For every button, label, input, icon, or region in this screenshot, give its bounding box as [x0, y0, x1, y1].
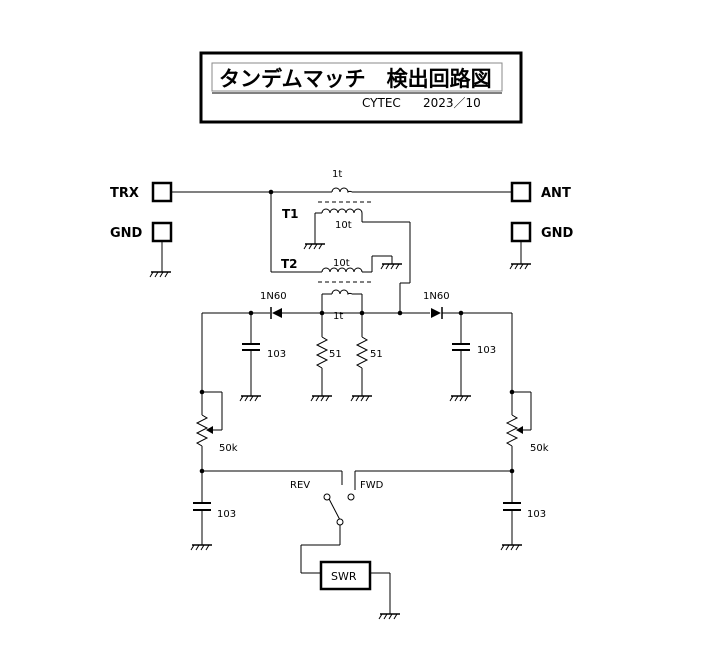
cap-left-top-label: 103	[267, 349, 286, 360]
pot-right-label: 50k	[530, 443, 549, 454]
diagram-title: タンデムマッチ 検出回路図	[219, 67, 492, 91]
diode-left-label: 1N60	[260, 291, 287, 302]
resistor-right	[355, 313, 369, 396]
terminal-gnd-left: GND	[110, 221, 173, 278]
diode-right-label: 1N60	[423, 291, 450, 302]
t1-primary-turns: 1t	[332, 169, 342, 180]
junction-dot	[199, 389, 205, 395]
resistor-left	[315, 313, 329, 396]
switch-contact-rev	[323, 493, 331, 501]
ground-symbol	[190, 544, 213, 551]
gnd-right-label: GND	[541, 226, 574, 241]
wiper-arrow	[516, 426, 523, 434]
ground-symbol	[350, 395, 373, 402]
junction-dot	[397, 310, 403, 316]
transformer-t2	[318, 255, 393, 313]
junction-dot	[509, 389, 515, 395]
ground-symbol	[239, 395, 262, 402]
fwd-label: FWD	[360, 480, 384, 491]
capacitor-left-top	[242, 313, 260, 396]
terminal-trx: TRX	[110, 181, 173, 203]
res-right-label: 51	[370, 349, 383, 360]
date-label: 2023／10	[423, 96, 481, 110]
ground-symbol	[310, 395, 333, 402]
junction-dot	[199, 468, 205, 474]
title-block: タンデムマッチ 検出回路図 CYTEC 2023／10	[199, 51, 523, 124]
trx-label: TRX	[110, 186, 139, 201]
ground-symbol	[149, 271, 172, 278]
author-label: CYTEC	[362, 96, 401, 110]
diode-left: 1N60	[260, 291, 287, 319]
junction-dot	[509, 468, 515, 474]
ground-symbol	[380, 263, 403, 270]
capacitor-left-bottom	[193, 502, 211, 545]
junction-dot	[268, 189, 274, 195]
ground-symbol	[449, 395, 472, 402]
ground-symbol	[303, 243, 326, 250]
capacitor-right-bottom	[503, 502, 521, 545]
transformer-t1	[314, 201, 411, 313]
t2-secondary-turns: 10t	[333, 258, 350, 269]
t2-label: T2	[281, 257, 298, 271]
capacitor-right-top	[452, 313, 470, 396]
swr-meter: SWR	[319, 560, 391, 614]
rev-label: REV	[290, 480, 310, 491]
cap-left-bottom-label: 103	[217, 509, 236, 520]
gnd-left-label: GND	[110, 226, 143, 241]
ant-label: ANT	[541, 186, 571, 201]
ground-symbol	[378, 613, 401, 620]
diode-right: 1N60	[423, 291, 450, 319]
cap-right-bottom-label: 103	[527, 509, 546, 520]
t1-secondary-turns: 10t	[335, 220, 352, 231]
res-left-label: 51	[329, 349, 342, 360]
ground-symbol	[500, 544, 523, 551]
main-line	[171, 187, 512, 273]
terminal-ant: ANT	[510, 181, 571, 203]
switch-wiring	[202, 470, 512, 574]
switch-contact-fwd	[347, 493, 355, 501]
wiper-arrow	[206, 426, 213, 434]
terminal-gnd-right: GND	[509, 221, 574, 270]
cap-right-top-label: 103	[477, 345, 496, 356]
pot-left	[195, 313, 223, 503]
ground-symbol	[509, 263, 532, 270]
pot-right	[505, 313, 532, 503]
switch-common	[336, 518, 344, 526]
t1-label: T1	[282, 207, 299, 221]
pot-left-label: 50k	[219, 443, 238, 454]
t2-primary-turns: 1t	[333, 311, 343, 322]
swr-label: SWR	[331, 570, 357, 583]
